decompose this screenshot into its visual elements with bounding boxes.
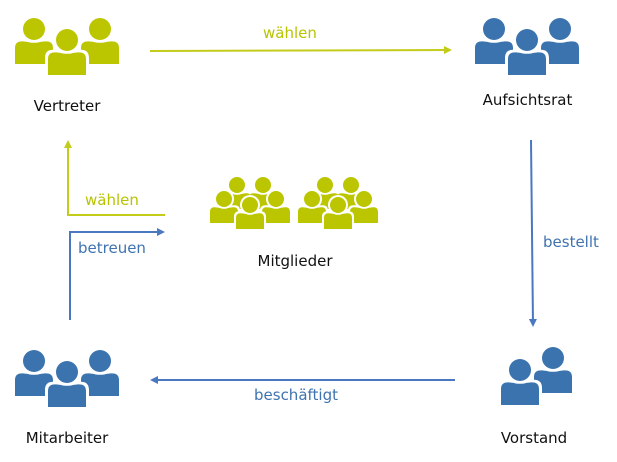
node-label-vertreter: Vertreter — [33, 97, 101, 115]
aufsichtsrat-group-icon — [475, 18, 579, 77]
node-label-mitglieder: Mitglieder — [257, 252, 333, 270]
mitglieder-members-icon — [208, 177, 380, 231]
arrow-mitarbeiter-to-mitglieder — [69, 228, 165, 320]
edge-label-waehlen-left: wählen — [85, 191, 139, 209]
edge-label-betreuen: betreuen — [78, 239, 146, 257]
vorstand-pair-icon — [498, 347, 572, 407]
node-label-vorstand: Vorstand — [500, 429, 568, 447]
arrow-vertreter-to-aufsichtsrat — [149, 46, 452, 55]
node-label-mitarbeiter: Mitarbeiter — [25, 429, 109, 447]
mitarbeiter-group-icon — [15, 350, 119, 409]
vertreter-group-icon — [15, 18, 119, 77]
arrow-aufsichtsrat-to-vorstand — [528, 139, 537, 327]
edge-label-bestellt: bestellt — [543, 233, 599, 251]
edge-label-waehlen-top: wählen — [263, 24, 317, 42]
arrow-mitglieder-to-vertreter — [64, 140, 165, 216]
edge-label-beschaeftigt: beschäftigt — [254, 386, 338, 404]
node-label-aufsichtsrat: Aufsichtsrat — [482, 91, 573, 109]
